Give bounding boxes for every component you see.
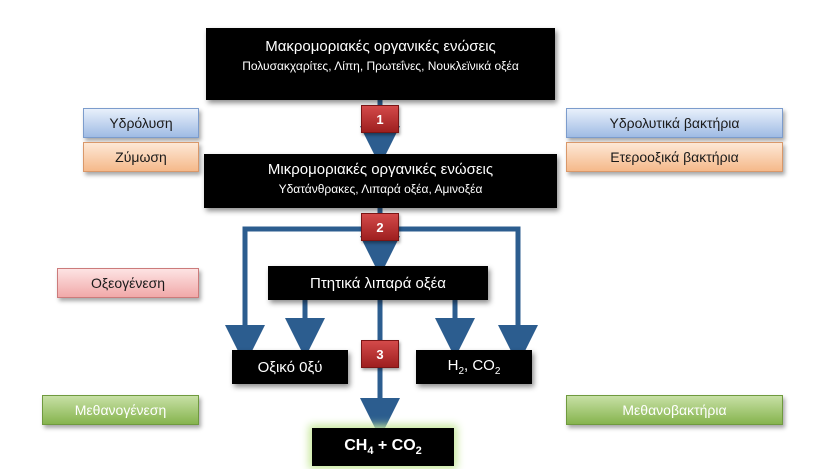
step-2-badge: 2 bbox=[361, 213, 399, 241]
micro-subtitle: Υδατάνθρακες, Λιπαρά οξέα, Αμινοξέα bbox=[278, 182, 483, 196]
label-methanobacteria: Μεθανοβακτήρια bbox=[566, 395, 783, 425]
acetic-title: Οξικό 0ξύ bbox=[257, 358, 323, 376]
macro-title: Μακρομοριακές οργανικές ενώσεις bbox=[265, 38, 496, 55]
macromolecular-compounds-block: Μακρομοριακές οργανικές ενώσεις Πολυσακχ… bbox=[206, 28, 555, 100]
macro-subtitle: Πολυσακχαρίτες, Λίπη, Πρωτεΐνες, Νουκλεϊ… bbox=[242, 59, 519, 73]
methane-co2-block: CH4 + CO2 bbox=[312, 428, 454, 466]
step-3-badge: 3 bbox=[361, 340, 399, 368]
label-methanogenesis: Μεθανογένεση bbox=[42, 395, 199, 425]
micromolecular-compounds-block: Μικρομοριακές οργανικές ενώσεις Υδατάνθρ… bbox=[204, 154, 557, 208]
step-1-badge: 1 bbox=[361, 105, 399, 133]
micro-title: Μικρομοριακές οργανικές ενώσεις bbox=[267, 161, 494, 178]
label-fermentation: Ζύμωση bbox=[83, 142, 199, 172]
volatile-title: Πτητικά λιπαρά οξέα bbox=[310, 274, 446, 292]
acetic-acid-block: Οξικό 0ξύ bbox=[232, 350, 348, 384]
label-hydrolysis: Υδρόλυση bbox=[83, 108, 199, 138]
h2-co2-block: H2, CO2 bbox=[416, 350, 532, 384]
methane-co2-text: CH4 + CO2 bbox=[344, 436, 422, 458]
label-heteroacid-bacteria: Ετεροοξικά βακτήρια bbox=[566, 142, 783, 172]
label-acidogenesis: Οξεογένεση bbox=[57, 268, 199, 298]
label-hydrolytic-bacteria: Υδρολυτικά βακτήρια bbox=[566, 108, 783, 138]
h2-co2-text: H2, CO2 bbox=[447, 357, 501, 377]
volatile-fatty-acids-block: Πτητικά λιπαρά οξέα bbox=[268, 266, 488, 300]
